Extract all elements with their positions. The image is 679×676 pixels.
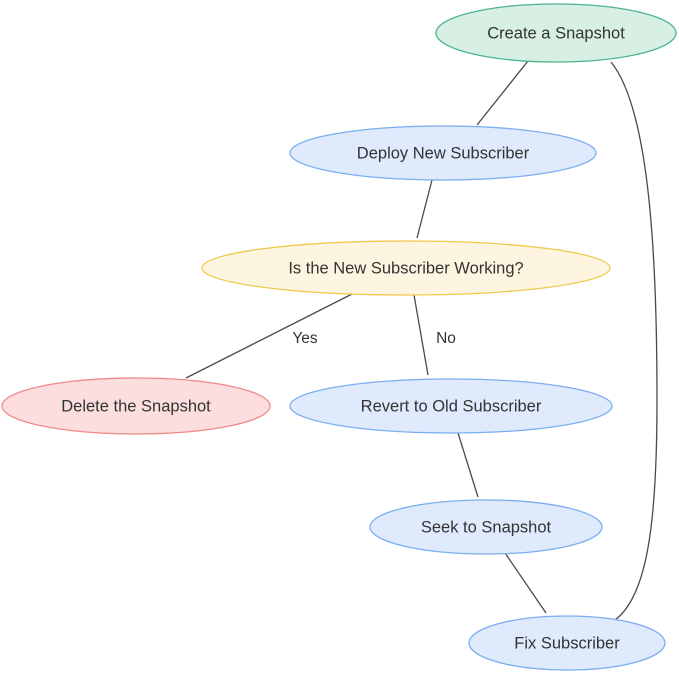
node-seek-to-snapshot[interactable]: Seek to Snapshot: [369, 499, 603, 555]
edge-line: [610, 61, 658, 623]
node-fix-subscriber[interactable]: Fix Subscriber: [468, 615, 666, 671]
edge-line: [416, 179, 433, 239]
edge-label: Yes: [292, 330, 318, 347]
node-shape-ellipse[interactable]: [289, 125, 597, 181]
node-delete-snapshot[interactable]: Delete the Snapshot: [1, 377, 271, 435]
node-deploy-new-subscriber[interactable]: Deploy New Subscriber: [289, 125, 597, 181]
node-shape-ellipse[interactable]: [435, 3, 677, 63]
edge-line: [185, 291, 357, 379]
node-shape-ellipse[interactable]: [369, 499, 603, 555]
node-shape-ellipse[interactable]: [201, 240, 611, 296]
node-create-snapshot[interactable]: Create a Snapshot: [435, 3, 677, 63]
edge-is-new-subscriber-working-to-revert-to-old-subscriber: No: [413, 294, 456, 393]
node-revert-to-old-subscriber[interactable]: Revert to Old Subscriber: [289, 378, 613, 434]
edge-line: [457, 432, 479, 498]
edge-line: [504, 552, 547, 614]
node-shape-ellipse[interactable]: [468, 615, 666, 671]
edge-fix-subscriber-to-create-snapshot: [608, 43, 658, 623]
edge-line: [476, 60, 529, 126]
edge-line: [413, 294, 429, 376]
node-shape-ellipse[interactable]: [1, 377, 271, 435]
node-is-new-subscriber-working[interactable]: Is the New Subscriber Working?: [201, 240, 611, 296]
edge-label: No: [436, 330, 456, 347]
node-shape-ellipse[interactable]: [289, 378, 613, 434]
edge-is-new-subscriber-working-to-delete-snapshot: Yes: [183, 291, 357, 392]
